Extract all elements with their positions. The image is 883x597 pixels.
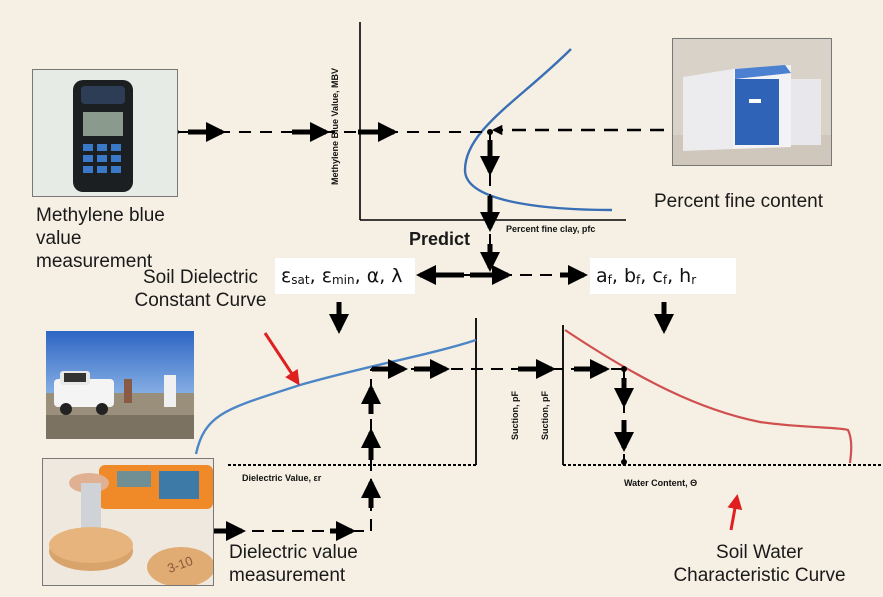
dielectric-curve xyxy=(194,338,477,455)
swcc-annotation-arrow xyxy=(727,494,743,531)
dielectric-annotation-arrow xyxy=(263,332,300,386)
methylene-measure-label: Methylene blue value measurement xyxy=(36,205,165,272)
swcc-curve xyxy=(564,329,853,464)
dielectric-probe-photo: 3-10 xyxy=(42,458,214,586)
swcc-label: Soil Water Characteristic Curve xyxy=(673,542,846,586)
predict-label: Predict xyxy=(409,229,471,249)
field-truck-photo xyxy=(46,331,194,439)
mbv-x-axis-title: Percent fine clay, pfc xyxy=(506,224,596,234)
dielectric-y-axis-title: Suction, pF xyxy=(510,391,520,440)
param-af: af xyxy=(596,265,612,287)
param-bf: bf xyxy=(623,265,641,287)
probe-scene-icon xyxy=(43,459,213,585)
truck-scene-icon xyxy=(46,331,194,439)
soil-dielectric-curve-label: Soil Dielectric Constant Curve xyxy=(134,267,267,311)
param-eps-min: εmin xyxy=(321,265,355,287)
dielectric-measure-label: Dielectric value measurement xyxy=(229,542,358,586)
swcc-params-box: af , bf , cf , hr xyxy=(590,258,736,294)
percent-fine-instrument-photo xyxy=(672,38,832,166)
dielectric-params-box: εsat , εmin , α, λ xyxy=(275,258,415,294)
percent-fine-label: Percent fine content xyxy=(654,191,823,212)
mbv-curve xyxy=(463,48,613,212)
methylene-meter-photo xyxy=(32,69,178,197)
mbv-y-axis-title: Methylene Blue Value, MBV xyxy=(330,67,340,185)
analyzer-device-icon xyxy=(673,39,831,165)
swcc-x-axis-title: Water Content, Θ xyxy=(624,478,698,488)
param-hr: hr xyxy=(679,265,697,287)
dielectric-x-axis-title: Dielectric Value, εr xyxy=(242,473,322,483)
param-cf: cf xyxy=(652,265,668,287)
param-alpha-lambda: α, λ xyxy=(366,265,403,287)
swcc-y-axis-title: Suction, pF xyxy=(540,391,550,440)
meter-device-icon xyxy=(33,70,177,196)
param-eps-sat: εsat xyxy=(281,265,310,287)
